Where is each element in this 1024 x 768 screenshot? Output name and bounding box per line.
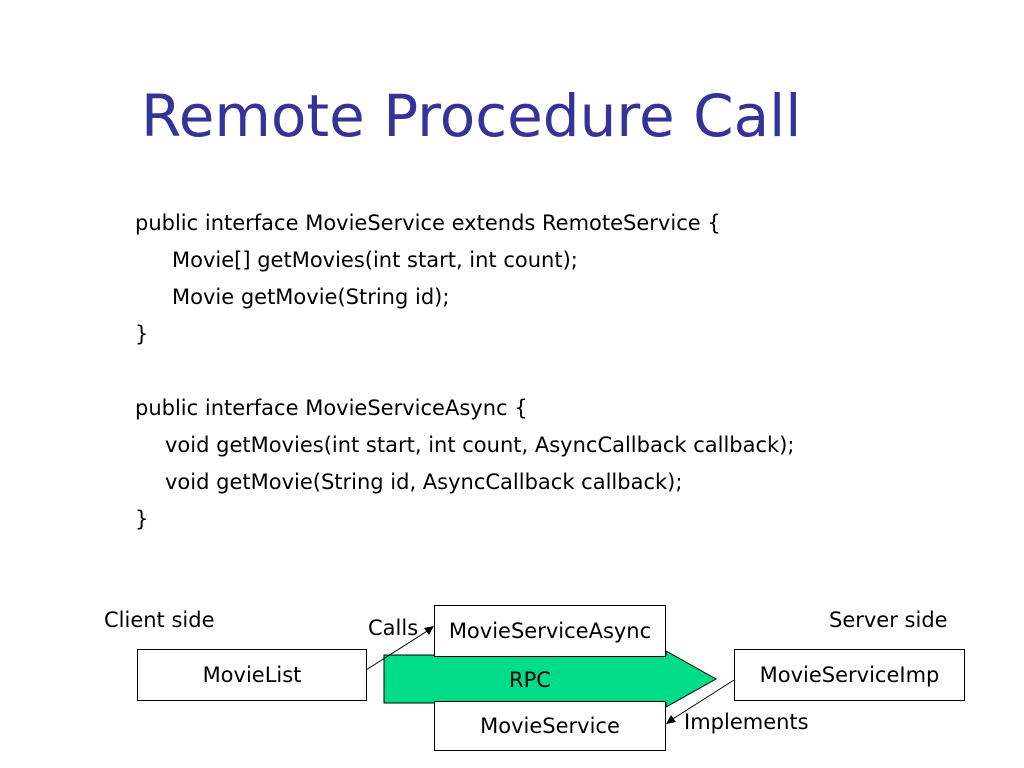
code-line: void getMovies(int start, int count, Asy… <box>165 433 795 457</box>
client-side-label: Client side <box>104 608 215 632</box>
movie-service-box: MovieService <box>434 701 666 751</box>
calls-connector <box>365 627 433 671</box>
code-line: Movie getMovie(String id); <box>172 285 450 309</box>
rpc-label: RPC <box>509 668 551 692</box>
movie-list-box: MovieList <box>137 649 367 701</box>
code-line: } <box>135 507 149 531</box>
implements-label: Implements <box>684 710 809 734</box>
slide-title: Remote Procedure Call <box>141 82 802 150</box>
implements-connector <box>667 679 735 723</box>
calls-label: Calls <box>368 616 419 640</box>
implements-arrowhead <box>666 715 676 724</box>
code-line: public interface MovieServiceAsync { <box>135 396 528 420</box>
code-line: Movie[] getMovies(int start, int count); <box>172 248 578 272</box>
code-line: public interface MovieService extends Re… <box>135 211 721 235</box>
code-line: } <box>135 322 149 346</box>
movie-service-imp-box: MovieServiceImp <box>734 649 965 701</box>
server-side-label: Server side <box>829 608 948 632</box>
code-line: void getMovie(String id, AsyncCallback c… <box>165 470 683 494</box>
movie-service-async-box: MovieServiceAsync <box>434 605 666 657</box>
calls-arrowhead <box>424 626 434 635</box>
rpc-arrow <box>383 650 718 708</box>
